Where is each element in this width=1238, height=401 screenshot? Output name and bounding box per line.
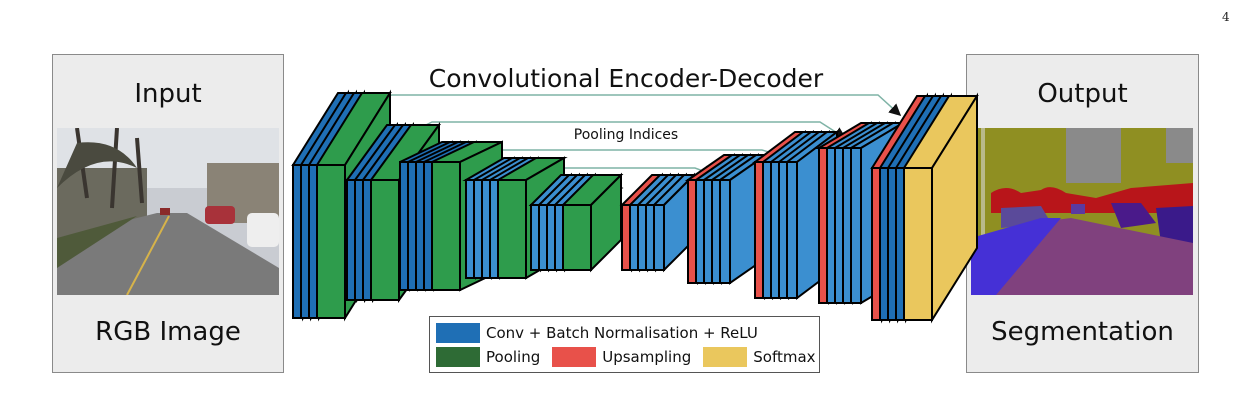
legend: Conv + Batch Normalisation + ReLU Poolin…	[429, 316, 820, 373]
legend-swatch-pooling	[436, 347, 480, 367]
input-panel: Input RGB Image	[52, 54, 284, 373]
output-caption: Segmentation	[991, 317, 1174, 347]
layer-plate-47	[902, 92, 979, 324]
page-number: 4	[1222, 10, 1230, 24]
legend-swatch-conv	[436, 323, 480, 343]
legend-label-upsampling: Upsampling	[602, 348, 692, 366]
legend-row-1: Conv + Batch Normalisation + ReLU	[436, 322, 758, 344]
input-rgb-image	[57, 128, 279, 295]
legend-label-pooling: Pooling	[486, 348, 541, 366]
legend-item-softmax: Softmax	[703, 347, 816, 367]
output-segmentation-image	[971, 128, 1193, 295]
legend-label-conv: Conv + Batch Normalisation + ReLU	[486, 324, 758, 342]
input-caption: RGB Image	[95, 317, 241, 347]
layer-plate-22	[560, 172, 624, 273]
input-title: Input	[134, 79, 202, 109]
output-title: Output	[1037, 79, 1128, 109]
pooling-indices-label: Pooling Indices	[574, 127, 678, 143]
legend-item-upsampling: Upsampling	[552, 347, 691, 367]
legend-row-2: Pooling Upsampling Softmax	[436, 346, 828, 368]
legend-item-pooling: Pooling	[436, 347, 540, 367]
output-panel: Output Segmentation	[966, 54, 1199, 373]
legend-swatch-upsampling	[552, 347, 597, 367]
legend-swatch-softmax	[703, 347, 748, 367]
pooling-indices-arrow-0	[369, 94, 902, 117]
legend-label-softmax: Softmax	[753, 348, 816, 366]
network-blocks	[291, 89, 979, 324]
diagram-title: Convolutional Encoder-Decoder	[429, 64, 824, 93]
